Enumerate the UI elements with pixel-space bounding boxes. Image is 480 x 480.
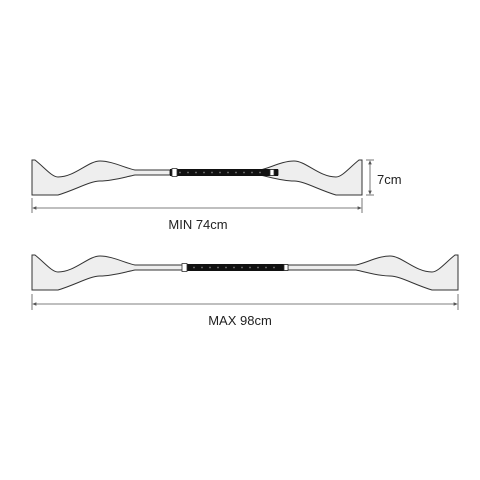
max-length-label: MAX 98cm (208, 313, 272, 328)
max-length-dimension (31, 294, 459, 310)
bow-tie-max (31, 254, 459, 291)
bow-tie-max-right-end (287, 254, 459, 291)
bow-tie-min-left-end (31, 159, 171, 196)
min-length-label: MIN 74cm (168, 217, 228, 232)
bow-tie-min-clasp (171, 168, 178, 177)
width-label: 7cm (377, 172, 402, 187)
bow-tie-min-right-end (259, 159, 363, 196)
bow-tie-max-left-end (31, 254, 185, 291)
bow-tie-max-strap (184, 264, 288, 271)
bow-tie-min-strap (170, 169, 278, 176)
bow-tie-max-clasp (181, 263, 188, 272)
bow-tie-min-strap-holes (179, 171, 261, 174)
min-length-dimension (31, 198, 363, 213)
bow-tie-max-strap-holes (193, 266, 275, 269)
width-dimension (366, 159, 374, 196)
bow-tie-min (31, 159, 363, 196)
bow-tie-max-hook (283, 264, 289, 271)
bow-tie-min-hook (269, 169, 275, 176)
